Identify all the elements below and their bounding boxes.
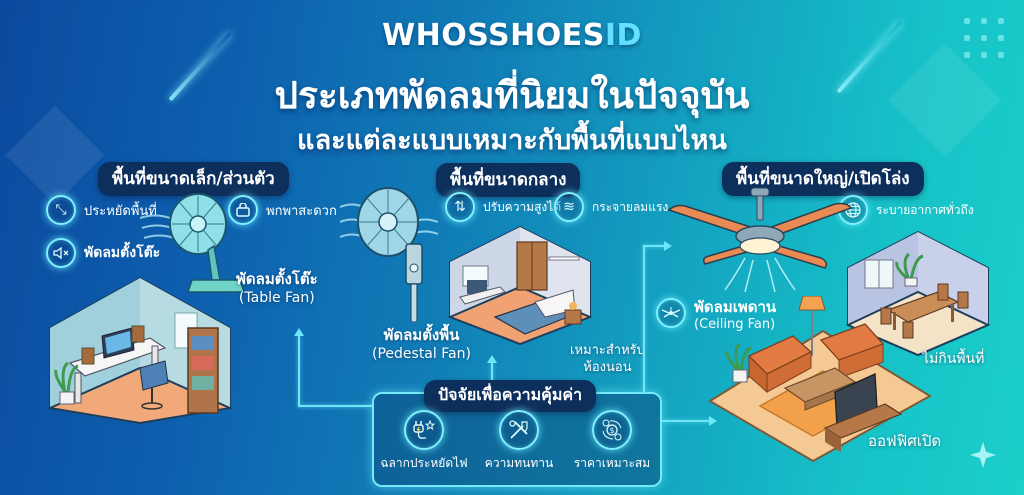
factor-reasonable-price: $ ราคาเหมาะสม — [566, 410, 658, 473]
factor-energy-label: ฉลากประหยัดไฟ — [378, 410, 470, 473]
table-fan-name-th: พัดลมตั้งโต๊ะ — [236, 270, 318, 288]
brand-logo: WHOSSHOESID — [0, 18, 1024, 53]
feature-height-adjustable: ⇅ ปรับความสูงได้ — [445, 192, 561, 222]
small-office-room-illustration — [46, 276, 234, 425]
feature-label: พกพาสะดวก — [266, 203, 337, 219]
connector-line — [298, 405, 372, 407]
wind-icon: ≋ — [554, 192, 584, 222]
decorative-dot-grid — [964, 18, 1004, 58]
ceiling-fan-icon — [656, 298, 686, 328]
table-fan-name-en: (Table Fan) — [238, 290, 315, 306]
bedroom-note: เหมาะสำหรับ ห้องนอน — [570, 342, 645, 376]
pedestal-fan-label: พัดลมตั้งพื้น (Pedestal Fan) — [372, 326, 471, 364]
feature-portable: พกพาสะดวก — [228, 195, 337, 225]
feature-strong-airflow: ≋ กระจายลมแรง — [554, 192, 668, 222]
ceiling-fan-name-th: พัดลมเพดาน — [694, 298, 777, 316]
arrow-right-icon — [709, 416, 717, 426]
dining-note: ไม่กินพื้นที่ — [922, 351, 985, 367]
bedroom-note-line2: ห้องนอน — [583, 360, 632, 375]
svg-text:$: $ — [609, 426, 614, 435]
ceiling-fan-illustration — [667, 187, 853, 293]
connector-line — [298, 335, 300, 406]
feature-label: พัดลมตั้งโต๊ะ — [84, 245, 161, 261]
feature-label: กระจายลมแรง — [592, 199, 669, 214]
table-fan-label: พัดลมตั้งโต๊ะ (Table Fan) — [236, 270, 318, 308]
ceiling-fan-name-en: (Ceiling Fan) — [694, 317, 776, 332]
sparkle-icon — [970, 442, 996, 468]
expand-arrows-icon: ⤡ — [46, 195, 76, 225]
open-office-living-room-illustration — [708, 296, 932, 463]
ceiling-fan-label: พัดลมเพดาน (Ceiling Fan) — [656, 298, 776, 334]
money-cycle-icon: $ — [592, 410, 632, 450]
factor-label: ราคาเหมาะสม — [573, 456, 651, 470]
energy-plug-star-icon — [404, 410, 444, 450]
connector-line — [643, 245, 645, 393]
height-adjust-icon: ⇅ — [445, 192, 475, 222]
section-heading-medium: พื้นที่ขนาดกลาง — [436, 163, 581, 197]
bag-icon — [228, 195, 258, 225]
pedestal-fan-name-th: พัดลมตั้งพื้น — [383, 326, 460, 344]
page-title: ประเภทพัดลมที่นิยมในปัจจุบัน — [274, 74, 750, 117]
table-fan-illustration — [140, 193, 246, 293]
bedroom-illustration — [447, 225, 593, 346]
factor-label: ความทนทาน — [484, 456, 554, 470]
value-factors-heading: ปัจจัยเพื่อความคุ้มค่า — [424, 380, 597, 412]
brand-main-text: WHOSSHOES — [382, 18, 605, 53]
bedroom-note-line1: เหมาะสำหรับ — [570, 343, 645, 358]
feature-ventilation: ระบายอากาศทั่วถึง — [838, 195, 974, 225]
open-office-note: ออฟฟิศเปิด — [868, 432, 942, 450]
pedestal-fan-name-en: (Pedestal Fan) — [372, 346, 471, 362]
value-factors-panel: ปัจจัยเพื่อความคุ้มค่า ฉลากประหยัดไฟ ควา… — [372, 380, 662, 487]
tools-shield-icon — [499, 410, 539, 450]
factor-label: ฉลากประหยัดไฟ — [380, 456, 468, 470]
feature-label: ระบายอากาศทั่วถึง — [876, 202, 974, 217]
feature-quiet: พัดลมตั้งโต๊ะ — [46, 238, 160, 268]
factor-durability: ความทนทาน — [473, 410, 565, 473]
connector-line — [662, 420, 712, 422]
feature-space-saving: ⤡ ประหยัดพื้นที่ — [46, 195, 157, 225]
arrow-right-icon — [664, 241, 672, 251]
feature-label: ประหยัดพื้นที่ — [84, 203, 157, 219]
section-heading-small: พื้นที่ขนาดเล็ก/ส่วนตัว — [98, 162, 289, 196]
speaker-mute-icon — [46, 238, 76, 268]
pedestal-fan-illustration — [340, 187, 439, 322]
arrow-up-icon — [487, 355, 497, 363]
brand-accent-text: ID — [604, 18, 642, 53]
connector-line — [491, 362, 493, 384]
dining-room-illustration — [845, 230, 991, 357]
page-subtitle: และแต่ละแบบเหมาะกับพื้นที่แบบไหน — [297, 125, 727, 156]
arrow-up-icon — [294, 328, 304, 336]
connector-line — [643, 245, 667, 247]
feature-label: ปรับความสูงได้ — [483, 199, 562, 214]
